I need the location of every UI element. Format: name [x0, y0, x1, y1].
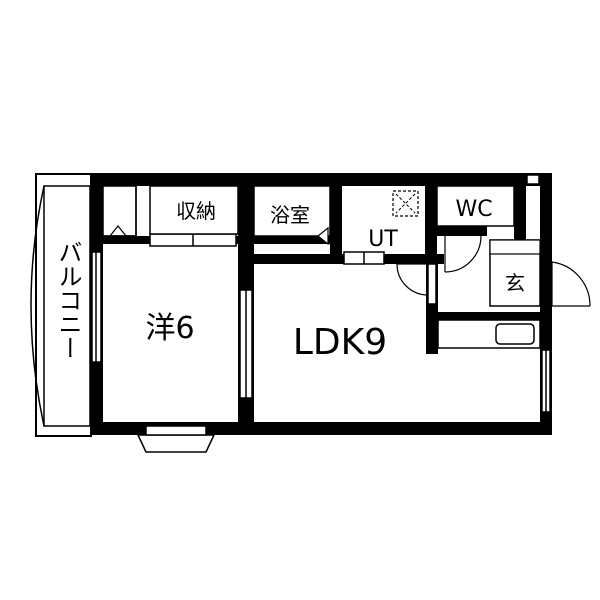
label-storage: 収納 [176, 199, 216, 223]
label-balcony: バルコニー [54, 240, 82, 360]
door-swings [396, 235, 591, 307]
bathroom-fixtures [253, 185, 331, 246]
toilet-room [436, 185, 515, 227]
kitchen-counter [437, 319, 541, 349]
label-utility: UT [368, 227, 398, 252]
bay-window [136, 425, 216, 453]
balcony [30, 173, 92, 437]
label-western-room: 洋6 [145, 311, 194, 346]
label-entrance: 玄 [505, 271, 525, 295]
label-toilet: WC [455, 197, 492, 222]
label-bathroom: 浴室 [270, 203, 310, 227]
label-ldk: LDK9 [293, 322, 387, 363]
entrance-area [489, 239, 541, 307]
washer-icon [392, 190, 419, 217]
window-mullions [95, 234, 547, 412]
storage-box [102, 185, 239, 237]
